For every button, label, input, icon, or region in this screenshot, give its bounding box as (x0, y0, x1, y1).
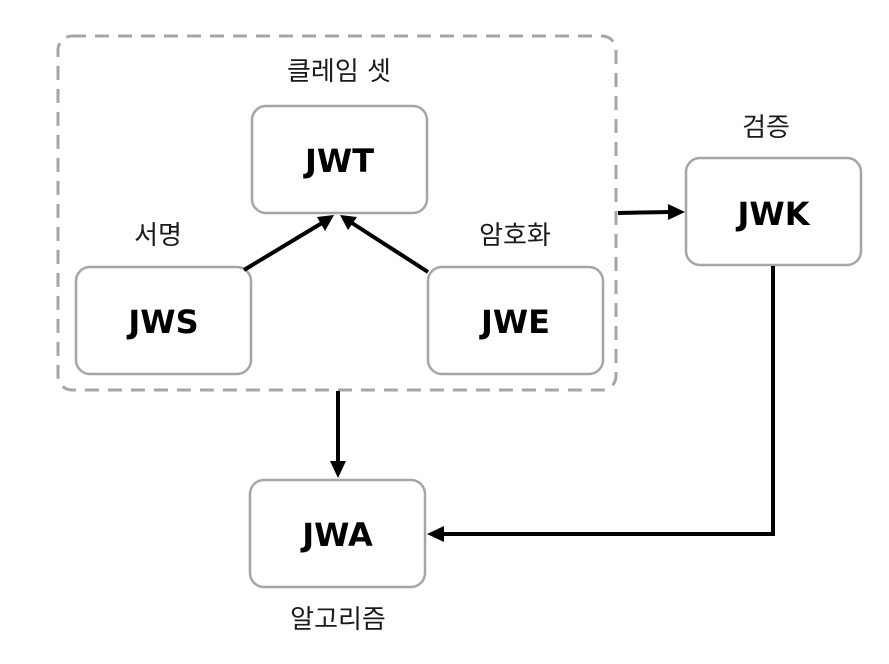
edge-jwe-to-jwt (350, 221, 430, 274)
node-jwa-caption: 알고리즘 (290, 605, 386, 635)
node-jwe: JWE (426, 265, 605, 376)
node-jwe-box (426, 265, 605, 376)
node-jwe-caption: 암호화 (479, 221, 551, 251)
edge-jwe-to-jwt-arrowhead (340, 215, 357, 230)
node-jwk-caption: 검증 (742, 113, 790, 143)
node-jwk-box (684, 156, 863, 267)
edge-group-to-jwa-arrowhead (330, 461, 346, 478)
node-jwe-label: JWE (479, 303, 550, 341)
edge-jws-to-jwt-arrowhead (317, 215, 334, 231)
node-jwt: JWT (250, 104, 429, 215)
node-jws: JWS (74, 265, 253, 376)
node-jws-caption: 서명 (134, 221, 182, 251)
edge-group-to-jwk-arrowhead (668, 204, 685, 220)
node-jwt-box (250, 104, 429, 215)
node-jwk: JWK (684, 156, 863, 267)
claim-set-group (56, 34, 618, 392)
edge-jws-to-jwt (242, 221, 324, 272)
node-jwt-label: JWT (303, 142, 374, 180)
edge-jwk-to-jwa-arrowhead (427, 526, 444, 542)
node-jws-box (74, 265, 253, 376)
node-jwa: JWA (248, 478, 427, 589)
node-jwa-label: JWA (300, 516, 373, 554)
edge-jwk-to-jwa (444, 266, 775, 536)
node-jwk-label: JWK (736, 195, 811, 233)
edge-group-to-jwk (617, 210, 671, 215)
claim-set-label: 클레임 셋 (287, 57, 391, 87)
node-jwa-box (248, 478, 427, 589)
node-jws-label: JWS (126, 303, 198, 341)
